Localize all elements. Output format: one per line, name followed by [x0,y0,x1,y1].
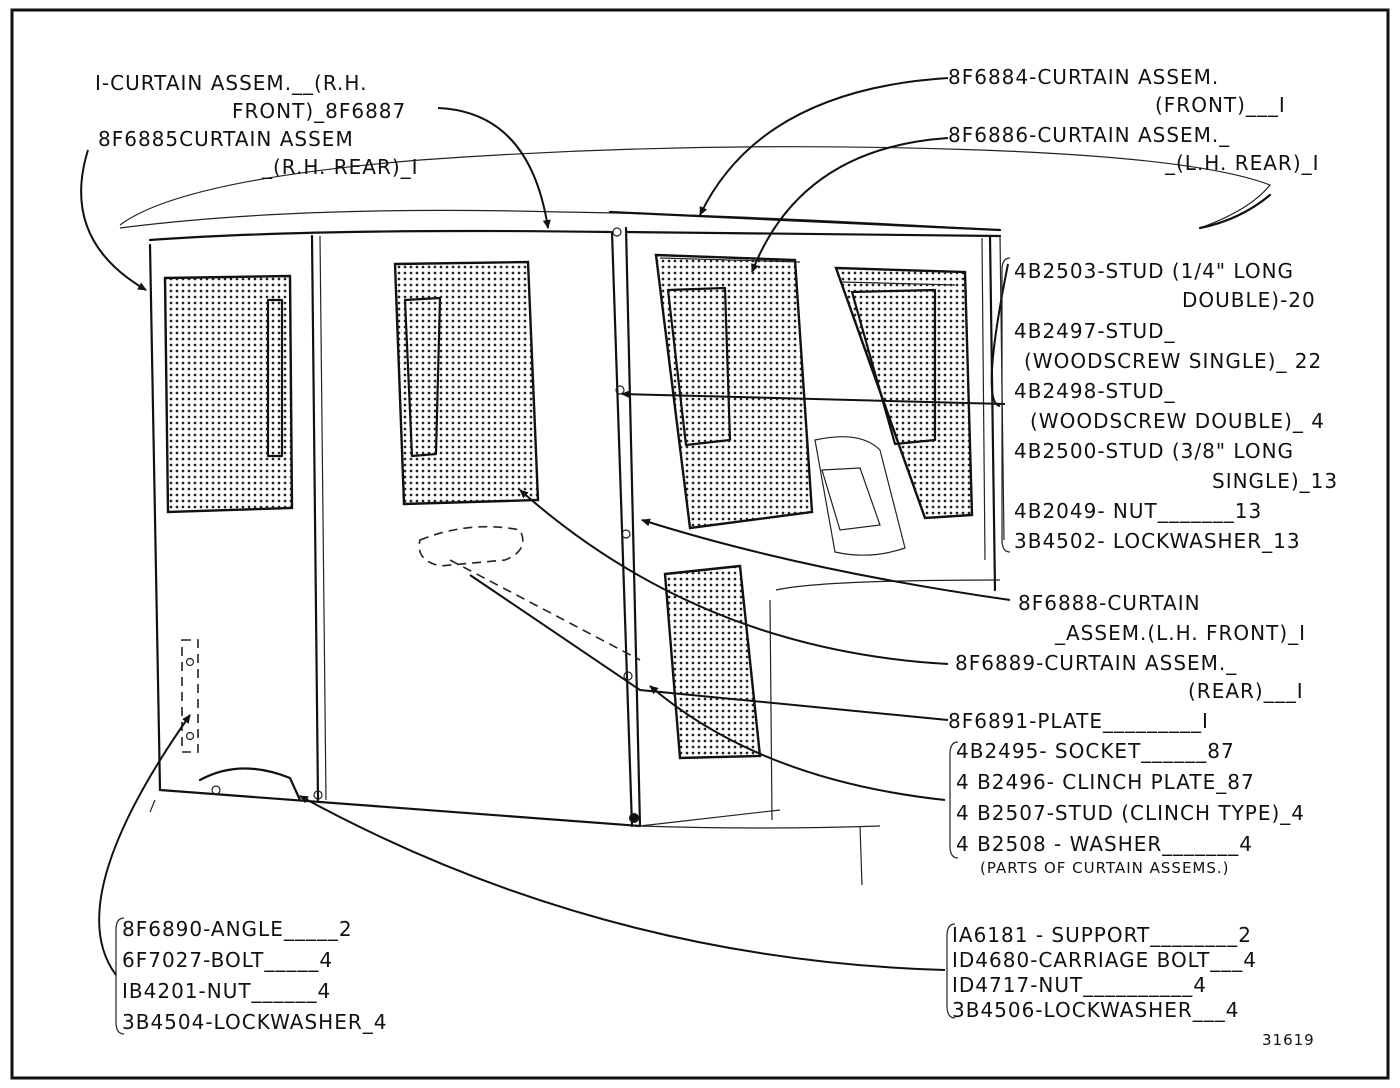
callout-rear-line1: 8F6889-CURTAIN ASSEM._ [955,651,1237,675]
stud-group-line: DOUBLE)-20 [1182,288,1316,312]
callout-plate: 8F6891-PLATE_________I [948,709,1209,733]
callout-rh-front-line1: I-CURTAIN ASSEM.__(R.H. [95,71,367,95]
stud-group-line: (WOODSCREW DOUBLE)_ 4 [1030,409,1325,433]
angle-group-brace [115,917,125,1035]
figure-number: 31619 [1262,1031,1315,1049]
stud-group: 4B2503-STUD (1/4" LONG DOUBLE)-20 4B2497… [1014,259,1338,553]
support-group-line: IA6181 - SUPPORT________2 [952,923,1252,947]
callout-lh-rear-line2: _(L.H. REAR)_I [1164,151,1320,175]
stud-group-line: 4B2049- NUT_______13 [1014,499,1262,523]
angle-group-line: 8F6890-ANGLE_____2 [122,917,353,941]
leader-lines [80,77,1011,976]
callout-lh-rear-line1: 8F6886-CURTAIN ASSEM._ [948,123,1230,147]
socket-group-note: (PARTS OF CURTAIN ASSEMS.) [980,859,1230,877]
stud-group-line: 3B4502- LOCKWASHER_13 [1014,529,1301,553]
stud-group-line: 4B2500-STUD (3/8" LONG [1014,439,1294,463]
cab-illustration [119,146,1272,886]
stud-group-line: 4B2503-STUD (1/4" LONG [1014,259,1294,283]
socket-group-brace [949,741,959,859]
stud-group-line: 4B2497-STUD_ [1014,319,1176,343]
support-group: IA6181 - SUPPORT________2 ID4680-CARRIAG… [952,923,1257,1022]
angle-group-line: 3B4504-LOCKWASHER_4 [122,1010,387,1034]
callout-rh-rear-line2: _(R.H. REAR)_I [261,155,419,179]
support-group-line: ID4717-NUT__________4 [952,973,1207,997]
callout-rh-rear-line1: 8F6885CURTAIN ASSEM [98,127,354,151]
callout-lh-front-line2: _ASSEM.(L.H. FRONT)_I [1054,621,1306,645]
callout-lh-front-line1: 8F6888-CURTAIN [1018,591,1201,615]
page-border [10,8,1390,1080]
callout-front-line1: 8F6884-CURTAIN ASSEM. [948,65,1219,89]
support-group-line: ID4680-CARRIAGE BOLT___4 [952,948,1257,972]
socket-group-line: 4 B2507-STUD (CLINCH TYPE)_4 [956,801,1305,825]
angle-group-line: IB4201-NUT______4 [122,979,331,1003]
socket-group-line: 4B2495- SOCKET______87 [956,739,1235,763]
support-group-brace [946,923,956,1019]
angle-group-line: 6F7027-BOLT_____4 [122,948,333,972]
socket-group: 4B2495- SOCKET______87 4 B2496- CLINCH P… [956,739,1305,877]
stud-group-line: (WOODSCREW SINGLE)_ 22 [1024,349,1322,373]
support-group-line: 3B4506-LOCKWASHER___4 [952,998,1239,1022]
stud-group-line: SINGLE)_13 [1212,469,1338,493]
stud-group-line: 4B2498-STUD_ [1014,379,1176,403]
callout-rh-front-line2: FRONT)_8F6887 [232,99,406,123]
stud-group-brace [1001,257,1011,553]
socket-group-line: 4 B2496- CLINCH PLATE_87 [956,770,1255,794]
socket-group-line: 4 B2508 - WASHER_______4 [956,832,1253,856]
callout-rear-line2: (REAR)___I [1188,679,1304,703]
angle-group: 8F6890-ANGLE_____2 6F7027-BOLT_____4 IB4… [122,917,387,1034]
callout-front-line2: (FRONT)___I [1155,93,1286,117]
